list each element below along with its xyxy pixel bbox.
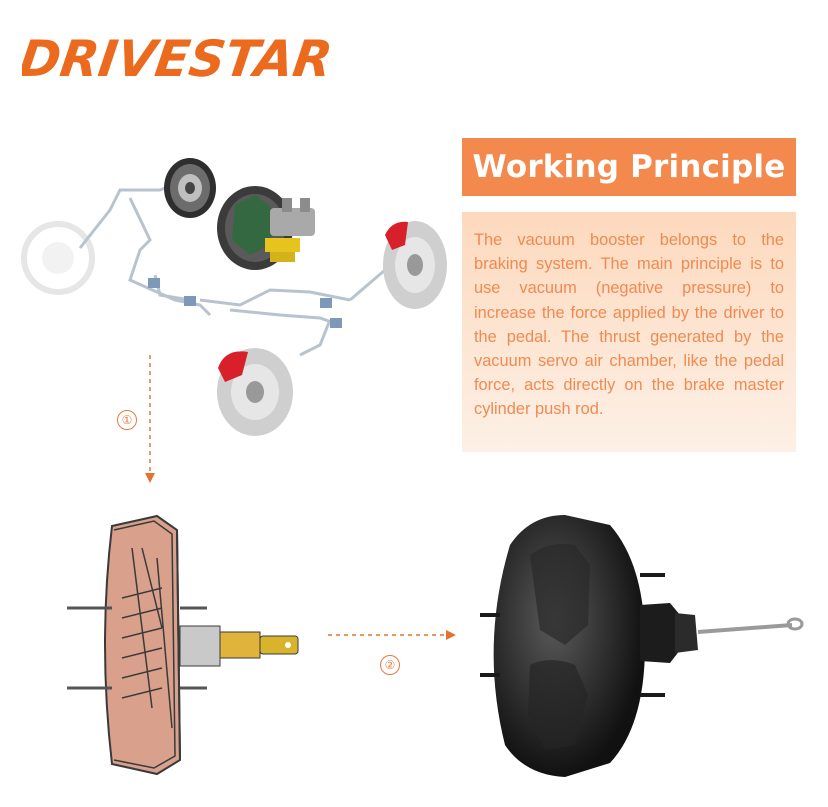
vacuum-booster-cutaway bbox=[67, 514, 299, 776]
step-2-arrow bbox=[328, 630, 456, 640]
brand-logo-text: DRIVESTAR bbox=[22, 29, 336, 86]
brake-system-diagram bbox=[21, 158, 447, 436]
description-text: The vacuum booster belongs to the brakin… bbox=[474, 231, 784, 419]
step-1-marker: ① bbox=[117, 410, 137, 430]
vacuum-booster-product-photo bbox=[480, 515, 804, 777]
section-title-banner: Working Principle bbox=[462, 138, 796, 196]
brand-logo: DRIVESTAR bbox=[22, 28, 342, 86]
description-box: The vacuum booster belongs to the brakin… bbox=[462, 212, 796, 452]
step-1-arrow bbox=[145, 355, 155, 483]
section-title: Working Principle bbox=[472, 149, 786, 185]
step-2-marker: ② bbox=[380, 655, 400, 675]
